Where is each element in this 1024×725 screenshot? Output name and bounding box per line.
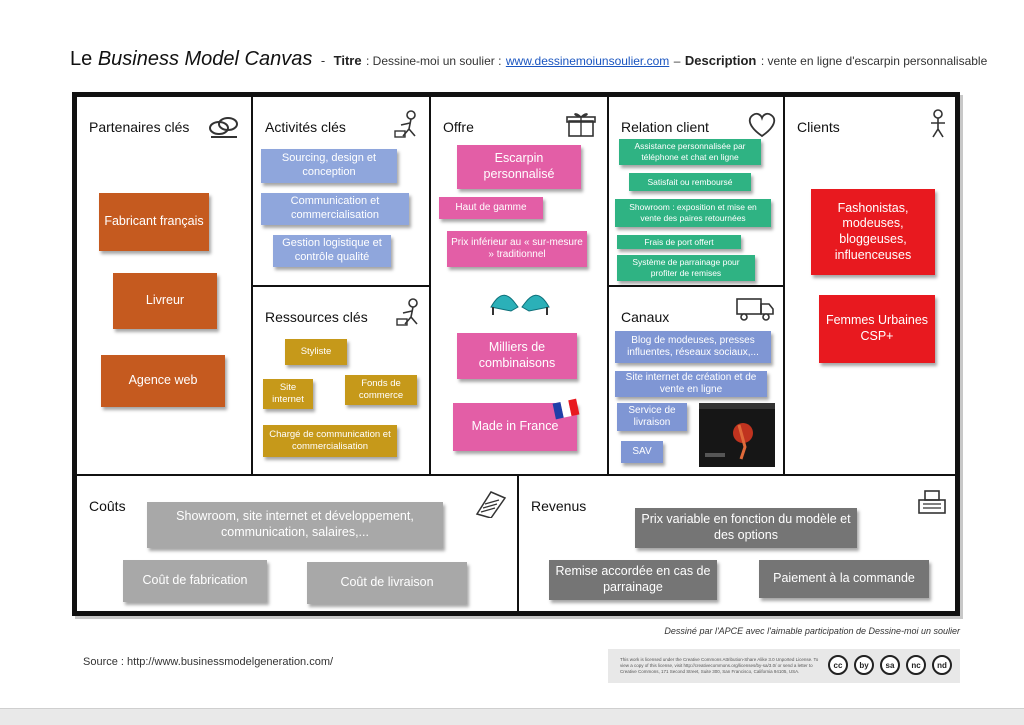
- section-couts: Coûts Showroom, site internet et dévelop…: [75, 474, 519, 613]
- worker-icon: [394, 110, 416, 138]
- section-relation: Relation client Assistance personnalisée…: [607, 95, 785, 287]
- note-remise: Remise accordée en cas de parrainage: [549, 560, 717, 600]
- section-title: Clients: [797, 119, 840, 135]
- rings-icon: [209, 117, 238, 138]
- note-haut-gamme: Haut de gamme: [439, 197, 543, 219]
- note-livraison: Service de livraison: [617, 403, 687, 431]
- header-dash: –: [673, 54, 681, 68]
- section-title: Relation client: [621, 119, 709, 135]
- note-blog: Blog de modeuses, presses influentes, ré…: [615, 331, 771, 363]
- receipt-icon: [475, 491, 507, 518]
- heart-icon: [748, 112, 776, 138]
- france-flag-icon: [552, 398, 580, 420]
- section-activites: Activités clés Sourcing, design et conce…: [251, 95, 431, 287]
- cc-icon: cc: [828, 655, 848, 675]
- note-prix-inferieur: Prix inférieur au « sur-mesure » traditi…: [447, 231, 587, 267]
- section-title: Coûts: [89, 498, 126, 514]
- gift-icon: [566, 113, 596, 137]
- titre-value: : Dessine-moi un soulier :: [366, 54, 502, 68]
- website-screenshot-image: [699, 403, 775, 467]
- section-title: Canaux: [621, 309, 670, 325]
- page-header: Le Business Model Canvas - Titre : Dessi…: [70, 48, 990, 74]
- note-satisfait: Satisfait ou remboursé: [629, 173, 751, 191]
- note-agence-web: Agence web: [101, 355, 225, 407]
- note-cout-livraison: Coût de livraison: [307, 562, 467, 604]
- note-prix-variable: Prix variable en fonction du modèle et d…: [635, 508, 857, 548]
- person-icon: [931, 109, 945, 138]
- site-link[interactable]: www.dessinemoiunsoulier.com: [505, 54, 670, 68]
- titre-label: Titre: [333, 53, 362, 68]
- note-fashonistas: Fashonistas, modeuses, bloggeuses, influ…: [811, 189, 935, 275]
- section-partenaires: Partenaires clés Fabricant français Livr…: [75, 95, 253, 476]
- note-styliste: Styliste: [285, 339, 347, 365]
- section-offre: Offre Escarpin personnalisé Haut de gamm…: [429, 95, 609, 476]
- note-femmes-urbaines: Femmes Urbaines CSP+: [819, 295, 935, 363]
- note-escarpin: Escarpin personnalisé: [457, 145, 581, 189]
- note-parrainage: Système de parrainage pour profiter de r…: [617, 255, 755, 281]
- note-logistique: Gestion logistique et contrôle qualité: [273, 235, 391, 267]
- note-site-internet: Site internet: [263, 379, 313, 409]
- cash-register-icon: [918, 490, 946, 514]
- section-clients: Clients Fashonistas, modeuses, bloggeuse…: [783, 95, 957, 476]
- note-charge-communication: Chargé de communication et commercialisa…: [263, 425, 397, 457]
- note-livreur: Livreur: [113, 273, 217, 329]
- note-cout-fabrication: Coût de fabrication: [123, 560, 267, 602]
- cc-nc-icon: nc: [906, 655, 926, 675]
- section-title: Ressources clés: [265, 309, 368, 325]
- note-sav: SAV: [621, 441, 663, 463]
- header-separator: -: [320, 53, 326, 68]
- page-title: Le Business Model Canvas: [70, 48, 313, 70]
- section-title: Revenus: [531, 498, 587, 514]
- note-site-creation: Site internet de création et de vente en…: [615, 371, 767, 397]
- credit-text: Dessiné par l'APCE avec l'aimable partic…: [664, 626, 960, 636]
- cc-by-icon: by: [854, 655, 874, 675]
- cc-nd-icon: nd: [932, 655, 952, 675]
- truck-icon: [736, 298, 774, 321]
- note-milliers-combinaisons: Milliers de combinaisons: [457, 333, 577, 379]
- description-label: Description: [684, 53, 757, 68]
- note-frais-port: Frais de port offert: [617, 235, 741, 249]
- worker-icon: [396, 298, 418, 326]
- section-title: Activités clés: [265, 119, 346, 135]
- section-title: Offre: [443, 119, 474, 135]
- note-assistance: Assistance personnalisée par téléphone e…: [619, 139, 761, 165]
- note-paiement: Paiement à la commande: [759, 560, 929, 598]
- section-ressources: Ressources clés Styliste Site internet F…: [251, 285, 431, 476]
- note-communication: Communication et commercialisation: [261, 193, 409, 225]
- page-bottom-bar: [0, 708, 1024, 725]
- note-fabricant: Fabricant français: [99, 193, 209, 251]
- shoe-image: [490, 294, 550, 315]
- business-model-canvas: Partenaires clés Fabricant français Livr…: [72, 92, 960, 616]
- note-showroom-cout: Showroom, site internet et développement…: [147, 502, 443, 548]
- description-value: : vente en ligne d'escarpin personnalisa…: [760, 54, 988, 68]
- section-title: Partenaires clés: [89, 119, 190, 135]
- section-canaux: Canaux Blog de modeuses, presses influen…: [607, 285, 785, 476]
- license-text: This work is licensed under the Creative…: [620, 657, 819, 675]
- cc-sa-icon: sa: [880, 655, 900, 675]
- note-showroom: Showroom : exposition et mise en vente d…: [615, 199, 771, 227]
- source-text: Source : http://www.businessmodelgenerat…: [83, 656, 334, 668]
- note-sourcing: Sourcing, design et conception: [261, 149, 397, 183]
- note-fonds-commerce: Fonds de commerce: [345, 375, 417, 405]
- section-revenus: Revenus Prix variable en fonction du mod…: [517, 474, 957, 613]
- license-banner: This work is licensed under the Creative…: [608, 649, 960, 683]
